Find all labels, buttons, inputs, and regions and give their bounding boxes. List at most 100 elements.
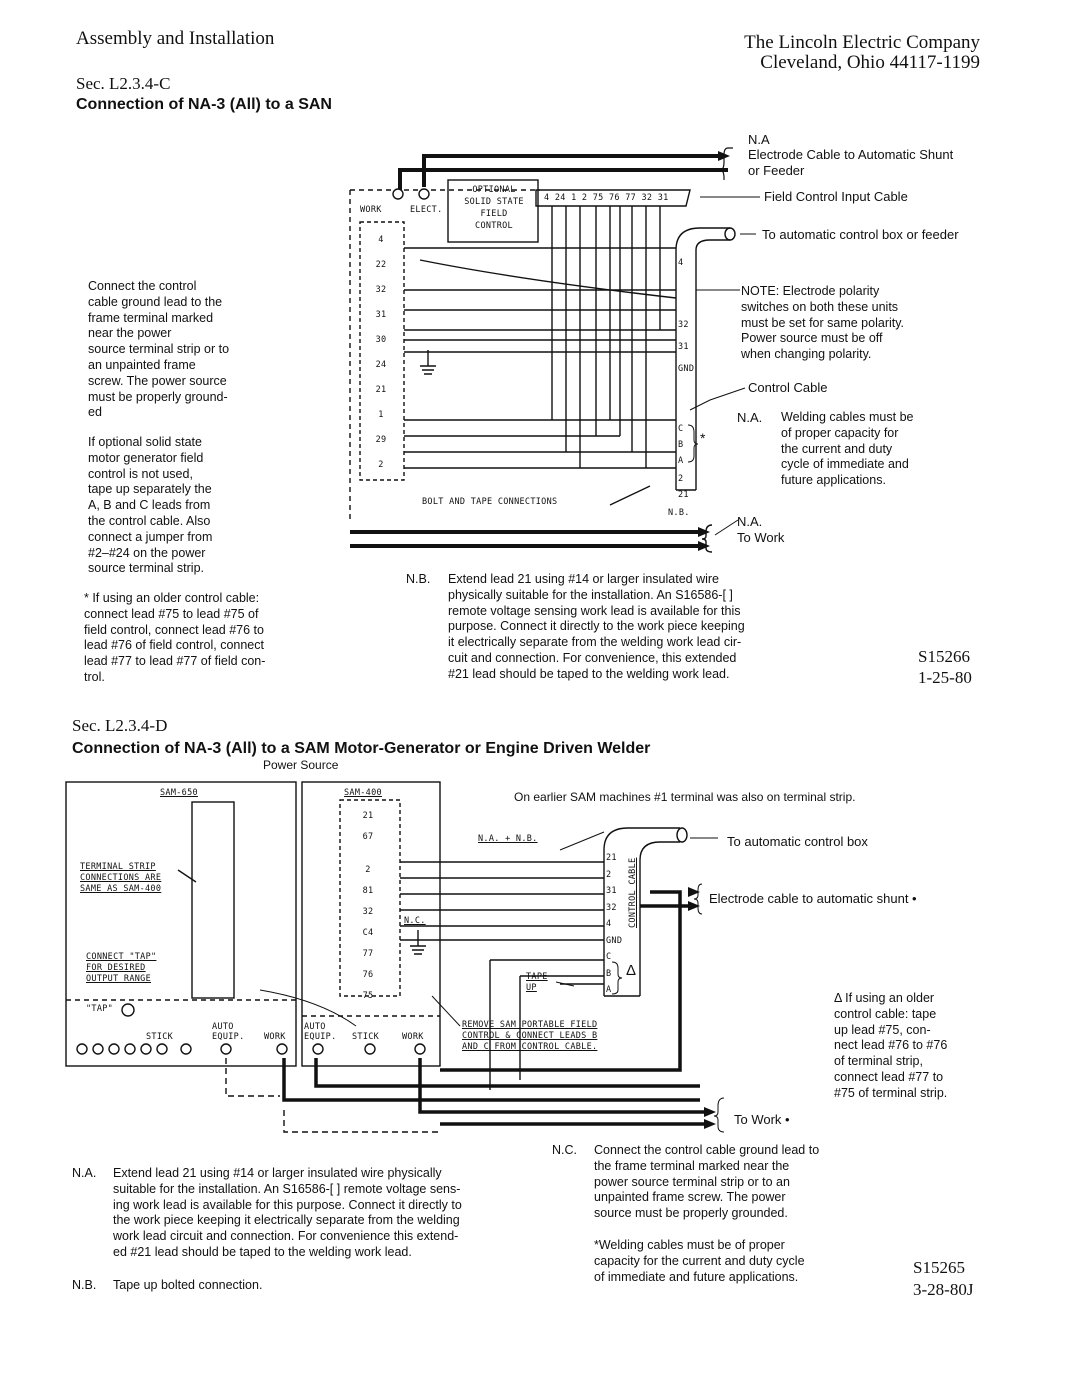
terminal-label: 2 xyxy=(606,869,612,880)
na-nb-label: N.A. + N.B. xyxy=(478,834,538,844)
bolt-and-tape-label: BOLT AND TAPE CONNECTIONS xyxy=(422,497,558,507)
section-d-number: Sec. L2.3.4-D xyxy=(72,716,168,735)
terminal-label: 21 xyxy=(606,853,617,863)
work-label-650: WORK xyxy=(264,1032,286,1042)
terminal-label: 31 xyxy=(606,886,617,896)
nb-tag: N.B. xyxy=(406,572,431,586)
terminal-label: 76 xyxy=(362,970,374,980)
terminal-label: 31 xyxy=(678,342,689,352)
electrode-shunt-label: Electrode cable to automatic shunt • xyxy=(709,891,917,906)
terminal-label: 32 xyxy=(678,320,689,330)
tape-up-label: TAPE UP xyxy=(526,972,548,993)
drawing-date-d: 3-28-80J xyxy=(913,1280,974,1299)
welding-cables-note: Welding cables must be of proper capacit… xyxy=(781,410,914,488)
cable-terminal-list: 4 32 31 GND C B A 2 21 xyxy=(678,252,696,506)
elect-terminal-label: ELECT. xyxy=(410,205,443,215)
drawing-number-d: S15265 xyxy=(913,1258,965,1277)
to-work-label: To Work xyxy=(737,530,785,545)
sam-400-terminal-list: 21 67 2 81 32 C4 77 76 75 xyxy=(348,806,388,1007)
company-name: The Lincoln Electric Company xyxy=(744,32,980,53)
terminal-label: 2 xyxy=(365,865,371,875)
terminal-label: 4 xyxy=(606,919,612,929)
terminal-label: 32 xyxy=(606,902,617,913)
terminal-label: 67 xyxy=(362,832,374,842)
sam-650-label: SAM-650 xyxy=(160,788,198,798)
connect-tap-note: CONNECT "TAP" FOR DESIRED OUTPUT RANGE xyxy=(86,952,157,984)
na-tag-d: N.A. xyxy=(72,1166,97,1180)
older-cable-note: * If using an older control cable: conne… xyxy=(84,591,266,684)
terminal-label: C4 xyxy=(362,928,374,938)
stick-label-650: STICK xyxy=(146,1032,174,1042)
sam-400-label: SAM-400 xyxy=(344,788,382,798)
ground-lead-note: Connect the control cable ground lead to… xyxy=(88,279,230,420)
na-top-tag: N.A xyxy=(748,132,770,147)
terminal-label: 77 xyxy=(362,949,374,959)
power-terminal-strip-numbers: 4 24 1 2 75 76 77 32 31 xyxy=(544,193,669,203)
nc-tag: N.C. xyxy=(552,1143,577,1157)
section-c-number: Sec. L2.3.4-C xyxy=(76,74,171,93)
terminal-label: 32 xyxy=(375,285,387,295)
terminal-label: 24 xyxy=(375,360,387,370)
na-work-tag: N.A. xyxy=(737,514,763,529)
polarity-note: NOTE: Electrode polarity switches on bot… xyxy=(741,284,905,362)
stick-label-400: STICK xyxy=(352,1032,380,1042)
terminal-label: B xyxy=(678,440,684,450)
terminal-label: 30 xyxy=(375,335,387,345)
to-work-label-d: To Work • xyxy=(734,1112,790,1127)
earlier-sam-note: On earlier SAM machines #1 terminal was … xyxy=(514,790,856,804)
auto-equip-label-650: AUTO EQUIP. xyxy=(212,1022,245,1042)
to-auto-control-label: To automatic control box or feeder xyxy=(762,227,959,242)
optional-field-control-note: If optional solid state motor generator … xyxy=(88,435,213,576)
terminal-label: 4 xyxy=(378,235,384,245)
terminal-label: 75 xyxy=(362,991,374,1001)
terminal-label: 1 xyxy=(378,410,384,420)
terminal-label: C xyxy=(678,424,684,434)
star-mark: * xyxy=(700,430,706,446)
terminal-label: A xyxy=(678,456,684,466)
welding-cables-note-d: *Welding cables must be of proper capaci… xyxy=(594,1238,805,1284)
terminal-label: A xyxy=(606,985,612,995)
terminal-label: 21 xyxy=(678,490,689,500)
terminal-label: 2 xyxy=(378,460,384,470)
field-control-input-label: Field Control Input Cable xyxy=(764,189,908,204)
terminal-label: 81 xyxy=(362,886,374,896)
power-source-label: Power Source xyxy=(263,758,339,772)
older-cable-note-d: Δ If using an older control cable: tape … xyxy=(834,991,948,1100)
terminal-label: 4 xyxy=(678,258,684,268)
terminal-label: B xyxy=(606,968,612,979)
terminal-label: 32 xyxy=(362,907,374,917)
drawing-number-c: S15266 xyxy=(918,647,970,666)
terminal-strip-note: TERMINAL STRIP CONNECTIONS ARE SAME AS S… xyxy=(80,862,162,894)
na-extend-lead-note: Extend lead 21 using #14 or larger insul… xyxy=(113,1166,462,1259)
remove-field-control-note: REMOVE SAM PORTABLE FIELD CONTROL & CONN… xyxy=(462,1020,598,1052)
nc-ground-note: Connect the control cable ground lead to… xyxy=(594,1143,820,1221)
tap-label: "TAP" xyxy=(86,1004,114,1014)
cable-terminal-list-d: 21 2 31 32 4 GND C B A xyxy=(606,850,624,999)
nb-tape-up-note: Tape up bolted connection. xyxy=(113,1278,263,1292)
nc-label: N.C. xyxy=(404,916,426,926)
terminal-label: 22 xyxy=(375,260,387,270)
company-address: Cleveland, Ohio 44117-1199 xyxy=(760,52,980,73)
terminal-label: GND xyxy=(678,364,695,374)
work-label-400: WORK xyxy=(402,1032,424,1042)
terminal-label: GND xyxy=(606,935,623,946)
terminal-label: 21 xyxy=(362,811,374,821)
drawing-date-c: 1-25-80 xyxy=(918,668,972,687)
nb-small-label: N.B. xyxy=(668,508,690,518)
auto-equip-label-400: AUTO EQUIP. xyxy=(304,1022,337,1042)
na-welding-tag: N.A. xyxy=(737,410,763,425)
terminal-label: 21 xyxy=(375,385,387,395)
optional-field-control-box: OPTIONAL SOLID STATE FIELD CONTROL xyxy=(464,185,524,231)
section-c-title: Connection of NA-3 (All) to a SAN xyxy=(76,96,332,113)
header-section-title: Assembly and Installation xyxy=(76,28,275,49)
to-auto-control-box-label: To automatic control box xyxy=(727,834,868,849)
control-cable-vertical-label: CONTROL CABLE xyxy=(628,857,638,928)
section-d-title: Connection of NA-3 (All) to a SAM Motor-… xyxy=(72,740,651,757)
nb-tag-d: N.B. xyxy=(72,1278,97,1292)
terminal-label: C xyxy=(606,952,612,962)
left-terminal-list: 4 22 32 31 30 24 21 1 29 2 xyxy=(366,228,396,478)
electrode-cable-label: Electrode Cable to Automatic Shunt or Fe… xyxy=(748,147,954,178)
control-cable-label: Control Cable xyxy=(748,380,828,395)
